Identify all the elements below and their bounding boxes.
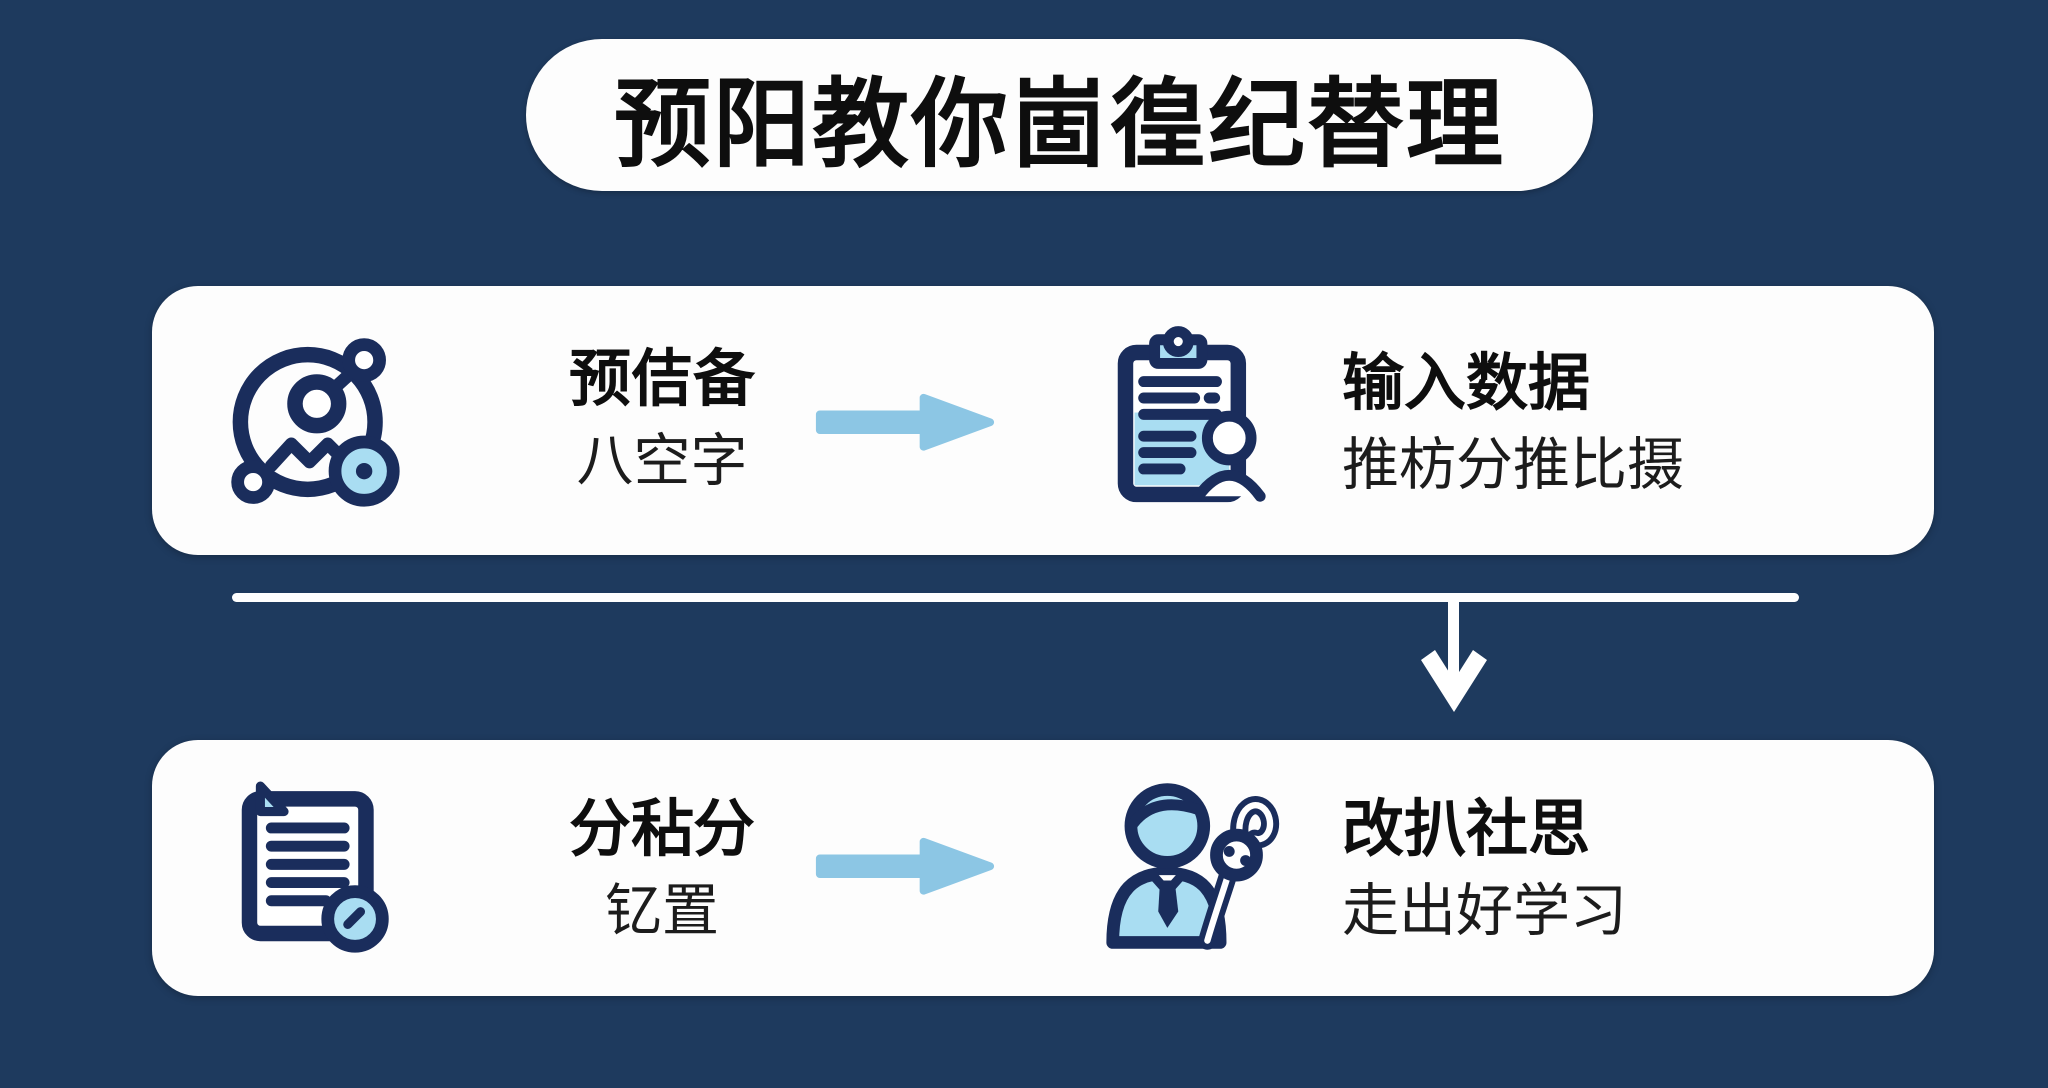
right-arrow-icon <box>812 388 998 456</box>
page-title: 预阳教你崮徨纪替理 <box>614 69 1505 179</box>
step-text-prepare: 预佶备 八空字 <box>452 338 872 500</box>
step-subtitle: 八空字 <box>576 429 748 493</box>
step-title: 改扒社思 <box>1342 795 1591 864</box>
down-arrow-icon <box>1408 598 1500 720</box>
connector-line <box>232 593 1799 602</box>
user-network-icon <box>224 324 406 520</box>
step-text-score: 分秥分 钇置 <box>452 788 872 950</box>
document-icon <box>224 770 406 966</box>
right-arrow-icon <box>812 832 998 900</box>
step-subtitle: 钇置 <box>605 879 719 943</box>
clipboard-user-icon <box>1100 320 1282 516</box>
step-title: 预佶备 <box>568 345 755 414</box>
process-card-bottom: 分秥分 钇置 改扒社思 走出好学习 <box>152 740 1934 996</box>
person-staff-icon <box>1100 768 1282 964</box>
process-card-top: 预佶备 八空字 输入数据 推枋分推比摄 <box>152 286 1934 555</box>
step-subtitle: 走出好学习 <box>1342 879 1627 943</box>
step-title: 输入数据 <box>1342 349 1591 418</box>
step-title: 分秥分 <box>568 795 755 864</box>
step-subtitle: 推枋分推比摄 <box>1342 433 1684 497</box>
step-text-input-data: 输入数据 推枋分推比摄 <box>1342 342 1902 504</box>
title-banner: 预阳教你崮徨纪替理 <box>526 39 1593 191</box>
step-text-improve: 改扒社思 走出好学习 <box>1342 788 1922 950</box>
